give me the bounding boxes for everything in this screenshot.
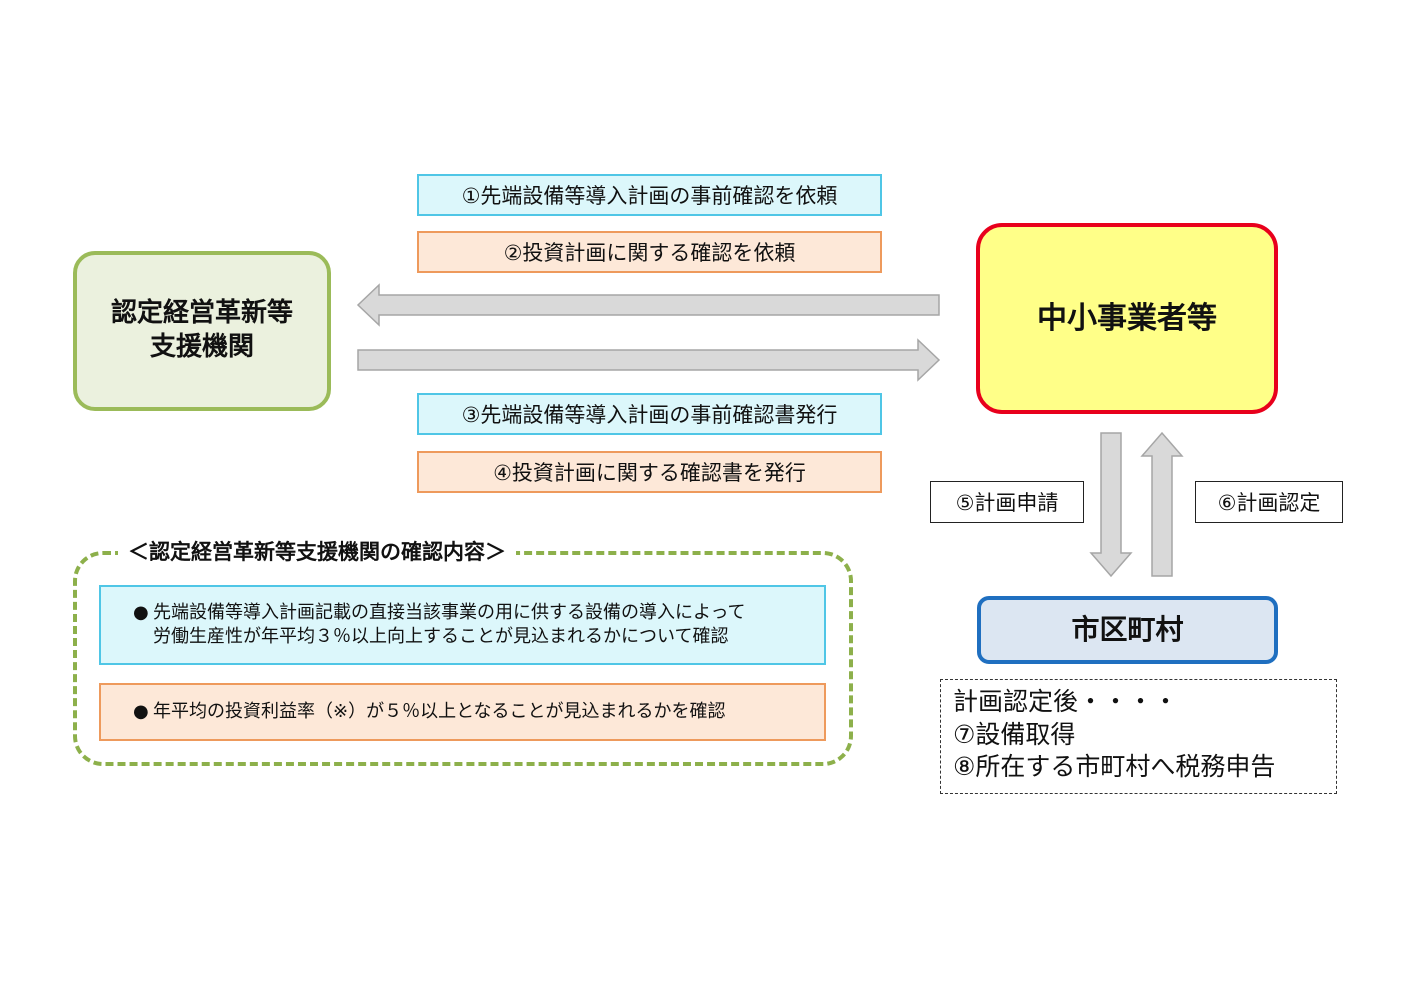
step2-label: ②投資計画に関する確認を依頼 [417,231,882,273]
support-agency-line2: 支援機関 [149,332,254,362]
after-approval-line3: ⑧所在する市町村へ税務申告 [953,752,1276,781]
sme-node: 中小事業者等 [976,223,1278,414]
after-approval-line2: ⑦設備取得 [953,719,1076,749]
step6-text: ⑥計画認定 [1217,491,1321,515]
bullet-icon: ● [133,602,149,623]
arrow-plan-approval [1140,431,1184,577]
confirmation-panel-title: ＜認定経営革新等支援機関の確認内容＞ [118,536,516,566]
arrow-to-support-agency [356,283,940,327]
confirmation-item-1-line2: 労働生産性が年平均３％以上向上することが見込まれるかについて確認 [153,626,729,648]
municipality-node: 市区町村 [977,596,1278,664]
step6-label: ⑥計画認定 [1195,481,1343,523]
confirmation-item-2-row: ● 年平均の投資利益率（※）が５％以上となることが見込まれるかを確認 [133,700,726,724]
step4-text: ④投資計画に関する確認書を発行 [493,461,806,485]
sme-label: 中小事業者等 [1037,301,1217,336]
confirmation-item-1-line1: 先端設備等導入計画記載の直接当該事業の用に供する設備の導入によって [153,602,746,623]
step3-text: ③先端設備等導入計画の事前確認書発行 [461,403,838,427]
arrow-to-sme [357,338,941,382]
support-agency-node: 認定経営革新等 支援機関 [73,251,331,411]
arrow-plan-application [1089,432,1133,578]
step5-label: ⑤計画申請 [930,481,1084,523]
support-agency-line1: 認定経営革新等 [110,298,293,329]
step2-text: ②投資計画に関する確認を依頼 [503,241,796,265]
confirmation-item-2: ● 年平均の投資利益率（※）が５％以上となることが見込まれるかを確認 [99,683,826,741]
confirmation-title-text: ＜認定経営革新等支援機関の確認内容＞ [128,540,506,564]
step1-label: ①先端設備等導入計画の事前確認を依頼 [417,174,882,216]
step1-text: ①先端設備等導入計画の事前確認を依頼 [461,184,838,208]
bullet-icon: ● [133,700,149,722]
after-approval-note: 計画認定後・・・・ ⑦設備取得 ⑧所在する市町村へ税務申告 [940,679,1337,794]
after-approval-line1: 計画認定後・・・・ [953,687,1179,716]
step5-text: ⑤計画申請 [955,491,1059,515]
municipality-label: 市区町村 [1071,612,1184,646]
confirmation-item-1-row: ● 先端設備等導入計画記載の直接当該事業の用に供する設備の導入によって 労働生産… [133,601,814,650]
confirmation-item-2-text: 年平均の投資利益率（※）が５％以上となることが見込まれるかを確認 [153,700,726,722]
step3-label: ③先端設備等導入計画の事前確認書発行 [417,393,882,435]
confirmation-item-1-text: 先端設備等導入計画記載の直接当該事業の用に供する設備の導入によって 労働生産性が… [153,601,746,650]
confirmation-item-1: ● 先端設備等導入計画記載の直接当該事業の用に供する設備の導入によって 労働生産… [99,585,826,665]
step4-label: ④投資計画に関する確認書を発行 [417,451,882,493]
